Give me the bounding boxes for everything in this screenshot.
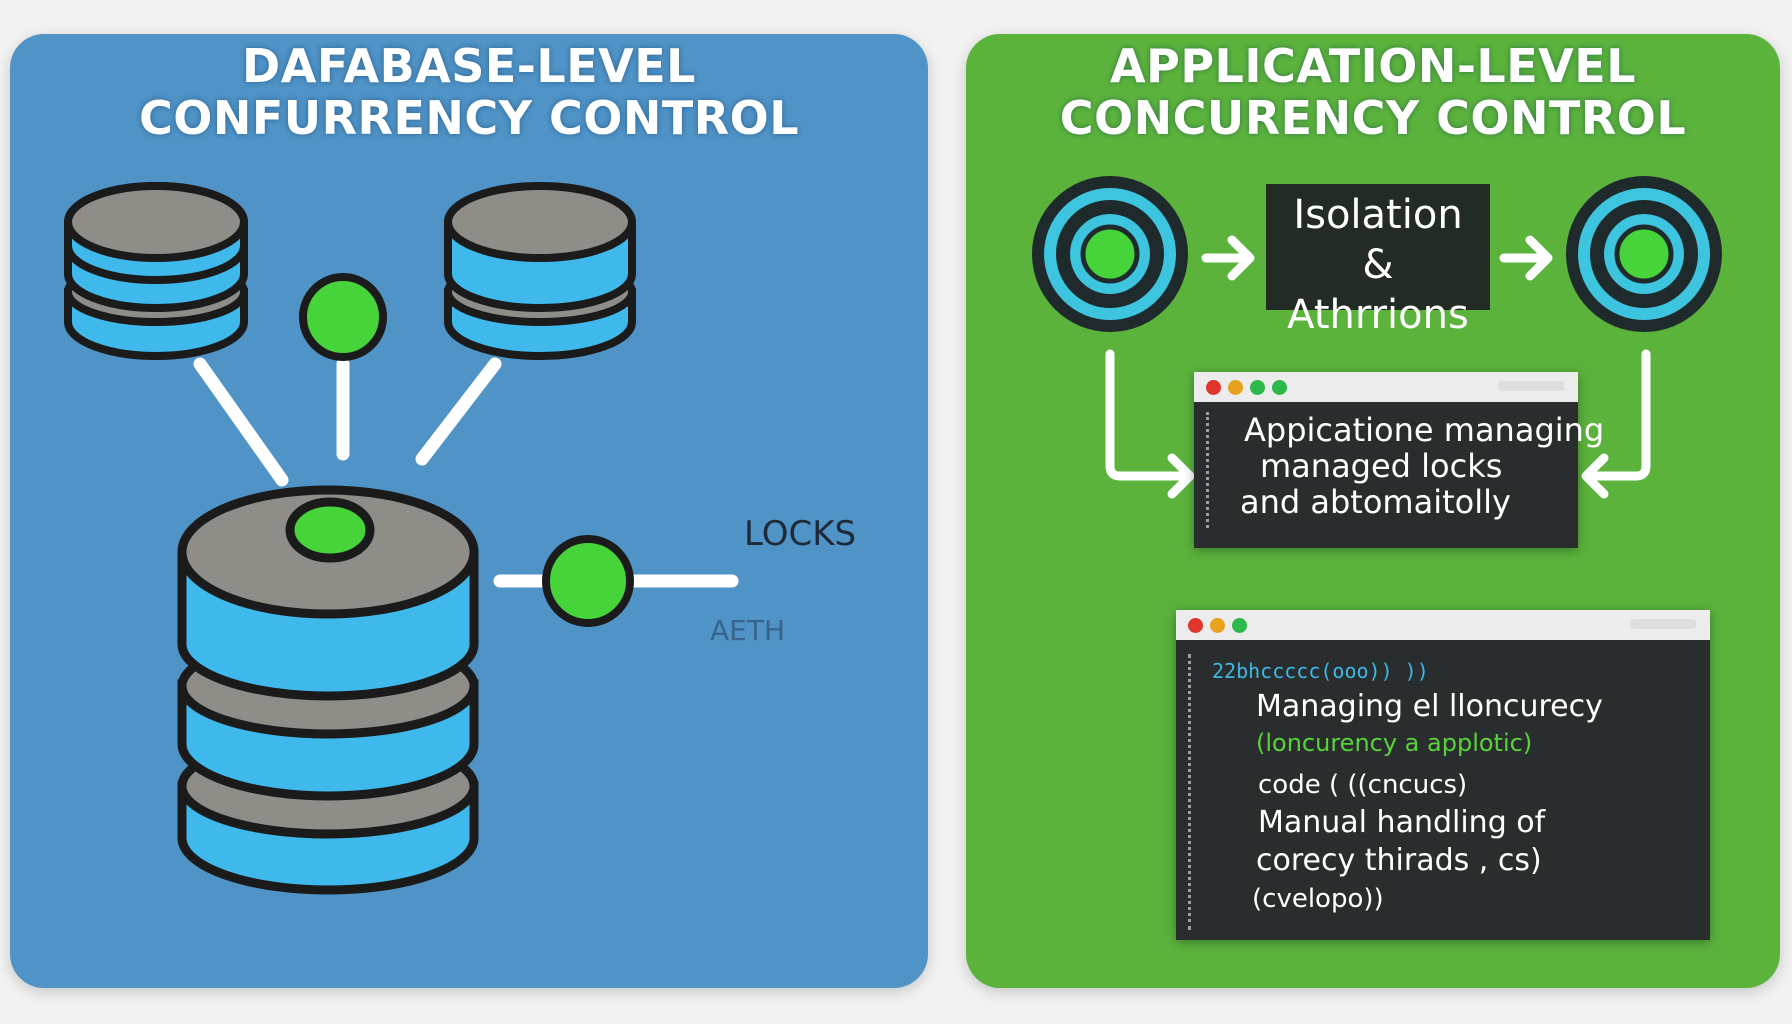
database-level-title-line1: DAFABASE-LEVEL [242,39,696,93]
minimize-dot-icon [1210,618,1225,633]
isolation-box-line1: Isolation [1293,192,1463,238]
connection-node-top [299,273,387,361]
window1-line3: and abtomaitolly [1240,483,1511,521]
connector-line-right [415,357,502,466]
arrow-right-icon-2 [1499,235,1553,281]
line-gutter [1206,412,1219,528]
large-database-icon [177,485,479,895]
isolation-box-line2: & Athrrions [1287,242,1469,338]
ring-node-icon-left [1032,176,1188,332]
close-dot-icon [1206,380,1221,395]
window2-line4: code ( ((cncucs) [1258,770,1468,800]
isolation-box: Isolation & Athrrions [1266,184,1490,338]
code-window-1: Appicatione managing managed locks and a… [1194,372,1604,548]
line-gutter [1188,654,1201,930]
ring-node-icon-right [1566,176,1722,332]
close-dot-icon [1188,618,1203,633]
application-level-title-line1: APPLICATION-LEVEL [1110,39,1636,93]
extra-dot-icon [1272,380,1287,395]
small-database-icon-left [64,182,248,360]
window2-line2: Managing el lloncurecy [1256,689,1603,724]
application-level-title: APPLICATION-LEVEL CONCURENCY CONTROL [966,40,1780,144]
titlebar-placeholder [1630,619,1696,629]
database-diagram [64,182,739,895]
flow-arrow-right-icon [1581,349,1651,499]
window-titlebar [1176,610,1710,640]
arrow-right-icon-1 [1201,235,1255,281]
code-window-2: 22bhccccc(ooo)) )) Managing el lloncurec… [1176,610,1710,940]
window-titlebar [1194,372,1578,402]
maximize-dot-icon [1250,380,1265,395]
database-level-title-line2: CONFURRENCY CONTROL [138,91,800,145]
maximize-dot-icon [1232,618,1247,633]
window1-line1: Appicatione managing [1244,411,1605,449]
application-level-panel: APPLICATION-LEVEL CONCURENCY CONTROL [966,34,1780,988]
aeth-label: AETH [710,614,786,647]
window1-line2: managed locks [1260,447,1503,485]
small-database-icon-right [444,182,636,360]
locks-node [542,535,634,627]
window2-line3: (loncurency a applotic) [1256,729,1533,757]
window2-line1: 22bhccccc(ooo)) )) [1212,659,1429,683]
application-level-title-line2: CONCURENCY CONTROL [1059,91,1687,145]
database-level-title: DAFABASE-LEVEL CONFURRENCY CONTROL [10,40,928,144]
minimize-dot-icon [1228,380,1243,395]
window2-line6: corecy thirads , cs) [1256,843,1542,878]
titlebar-placeholder [1498,381,1564,391]
window2-line7: (cvelopo)) [1252,884,1384,914]
window2-line5: Manual handling of [1258,805,1546,840]
locks-label: LOCKS [744,514,857,554]
flow-arrow-left-icon [1105,349,1195,499]
connector-line-left [193,357,289,487]
application-diagram [1032,176,1722,499]
database-level-panel: DAFABASE-LEVEL CONFURRENCY CONTROL [10,34,928,988]
